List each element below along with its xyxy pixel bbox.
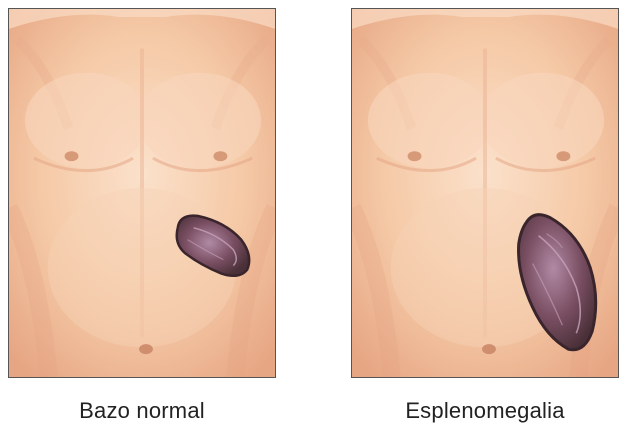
illustration-normal-spleen [8, 8, 276, 378]
torso-illustration [9, 9, 275, 377]
torso-illustration [352, 9, 618, 377]
caption-splenomegaly: Esplenomegalia [351, 398, 619, 424]
illustration-splenomegaly [351, 8, 619, 378]
caption-normal-spleen: Bazo normal [8, 398, 276, 424]
